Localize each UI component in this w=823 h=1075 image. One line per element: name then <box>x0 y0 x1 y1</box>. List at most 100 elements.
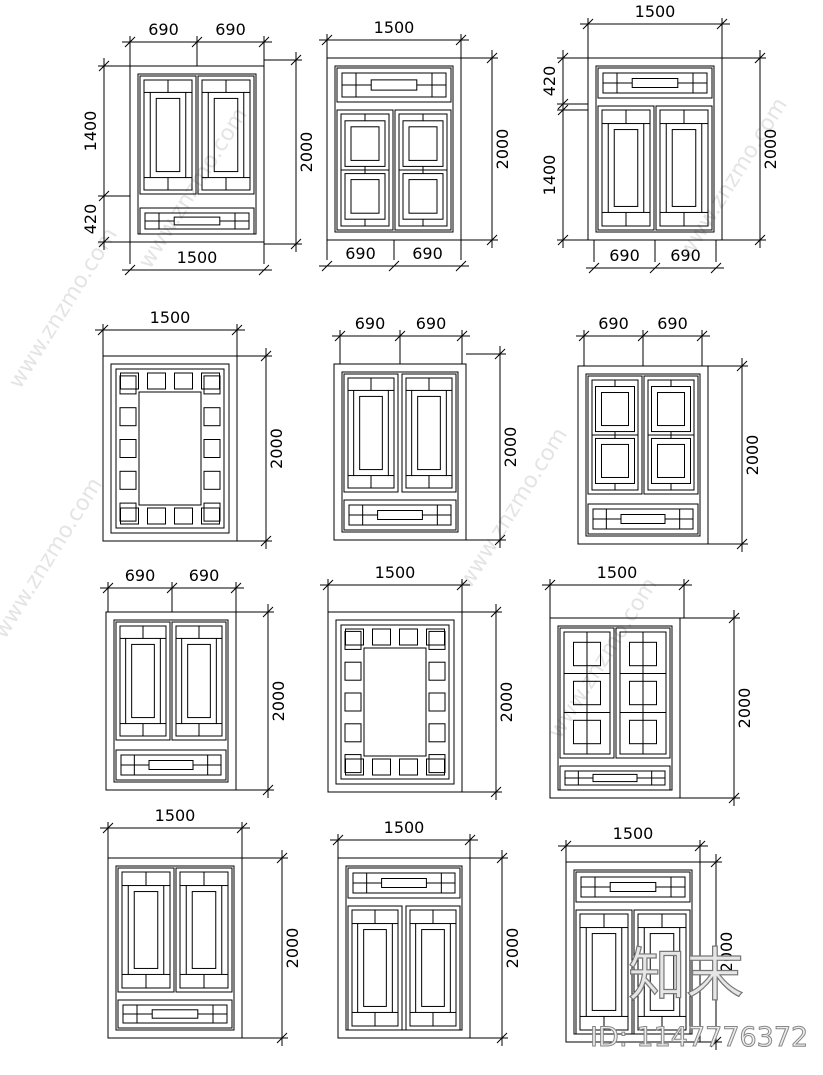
panel-border <box>401 373 457 493</box>
lattice-center <box>411 389 447 477</box>
dimension-tick <box>262 606 274 618</box>
dimension-label: 690 <box>598 314 629 333</box>
dimension-label: 690 <box>609 246 640 265</box>
inner-frame <box>341 371 459 533</box>
lattice-center <box>585 927 623 1017</box>
lattice-center <box>359 395 383 471</box>
dimension-tick <box>494 348 506 360</box>
panel-border <box>655 105 713 231</box>
dimension-tick <box>102 822 114 834</box>
inner-frame <box>334 65 454 233</box>
dimension-label: 1400 <box>540 155 559 196</box>
dimension-tick <box>321 34 333 46</box>
dimension-tick <box>260 535 272 547</box>
dimension-tick <box>486 234 498 246</box>
inner-frame <box>573 869 693 1035</box>
dimension-label: 690 <box>345 244 376 263</box>
panel-border <box>343 373 399 493</box>
panel-border <box>197 75 255 195</box>
panel-border <box>643 375 699 495</box>
panel-border <box>179 871 229 989</box>
dimension-tick <box>98 236 110 248</box>
dimension-label: 690 <box>125 566 156 585</box>
lattice-box <box>350 126 380 161</box>
panel-border <box>351 909 399 1027</box>
dimension-label: 690 <box>215 20 246 39</box>
panel-border <box>117 867 175 993</box>
lattice-box <box>203 375 221 395</box>
dimension-label: 2000 <box>297 132 316 173</box>
lattice-box <box>344 630 362 650</box>
panel-border <box>171 621 227 741</box>
dimension-tick <box>388 260 400 272</box>
transom-border <box>559 765 671 791</box>
panel-border <box>340 624 450 780</box>
outer-frame <box>337 857 471 1039</box>
watermark-site: www.znzmo.com <box>4 223 123 393</box>
panel-border <box>115 621 171 741</box>
inner-frame <box>595 65 715 233</box>
transom-lattice <box>377 510 423 520</box>
lattice-box <box>428 692 446 712</box>
dimension-tick <box>560 840 572 852</box>
dimension-tick <box>334 330 346 342</box>
dimension-tick <box>544 579 556 591</box>
dimension-tick <box>557 104 569 116</box>
inner-frame <box>137 73 257 235</box>
lattice-box <box>601 443 629 478</box>
dimension-label: 690 <box>670 246 701 265</box>
lattice-center <box>185 885 223 975</box>
panel-border <box>143 79 193 191</box>
panel-border <box>601 109 651 227</box>
lattice-box <box>344 661 362 681</box>
inner-frame <box>345 865 463 1031</box>
lattice-center <box>607 123 645 213</box>
dimension-tick <box>754 234 766 246</box>
dimension-label: 690 <box>148 20 179 39</box>
dimension-label: 690 <box>355 314 386 333</box>
dimension-tick <box>455 34 467 46</box>
inner-frame <box>113 619 229 783</box>
lattice-center <box>127 885 165 975</box>
dimension-label: 2000 <box>735 688 754 729</box>
transom-lattice <box>148 760 194 770</box>
dimension-tick <box>230 582 242 594</box>
outer-frame <box>327 611 463 793</box>
dimension-tick <box>710 1036 722 1048</box>
panel-border <box>405 905 461 1031</box>
dimension-tick <box>496 1032 508 1044</box>
lattice-box <box>119 470 137 490</box>
transom-border <box>117 999 233 1029</box>
dimension-label: 2000 <box>283 928 302 969</box>
watermark-site: www.znzmo.com <box>674 93 793 263</box>
dimension-tick <box>678 579 690 591</box>
dimension-tick <box>124 36 136 48</box>
dimension-label: 2000 <box>717 932 736 973</box>
lattice-center <box>181 637 217 725</box>
lattice-center <box>421 929 445 1007</box>
transom-border <box>336 67 452 103</box>
lattice-center <box>187 643 211 719</box>
dimension-tick <box>98 190 110 202</box>
dimension-tick <box>97 324 109 336</box>
lattice-opening <box>138 391 202 506</box>
dimension-tick <box>258 36 270 48</box>
dimension-label: 1500 <box>384 818 425 837</box>
dimension-tick <box>276 852 288 864</box>
panel-border <box>633 909 691 1035</box>
lattice-box <box>203 502 221 522</box>
outer-frame <box>549 617 681 799</box>
dimension-tick <box>290 54 302 66</box>
transom-border <box>587 503 699 535</box>
dimension-label: 1500 <box>635 2 676 21</box>
lattice-center <box>133 891 159 969</box>
dimension-label: 1500 <box>374 18 415 37</box>
lattice-box <box>344 692 362 712</box>
lattice-center <box>357 923 393 1013</box>
